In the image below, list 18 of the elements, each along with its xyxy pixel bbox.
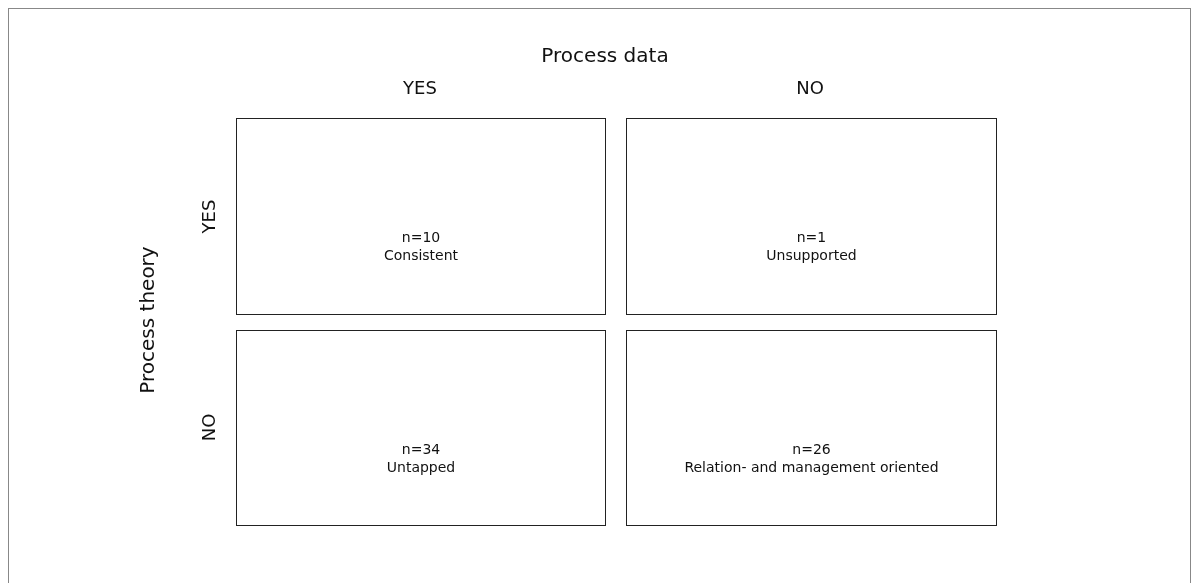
count-label: n=26 [791,441,832,457]
row-header: NO [198,413,220,441]
quadrant-box [236,118,606,315]
quadrant-box [236,330,606,526]
column-header: YES [403,76,437,98]
category-label: Relation- and management oriented [683,459,940,475]
quadrant-box [626,118,997,315]
category-label: Untapped [385,459,457,475]
row-header: YES [198,199,220,233]
count-label: n=10 [400,229,442,245]
category-label: Unsupported [765,247,858,263]
category-label: Consistent [382,247,460,263]
column-header: NO [796,76,824,98]
count-label: n=1 [795,229,828,245]
axis-title: Process data [541,43,669,67]
count-label: n=34 [400,441,442,457]
axis-title: Process theory [135,246,159,394]
quadrant-box [626,330,997,526]
